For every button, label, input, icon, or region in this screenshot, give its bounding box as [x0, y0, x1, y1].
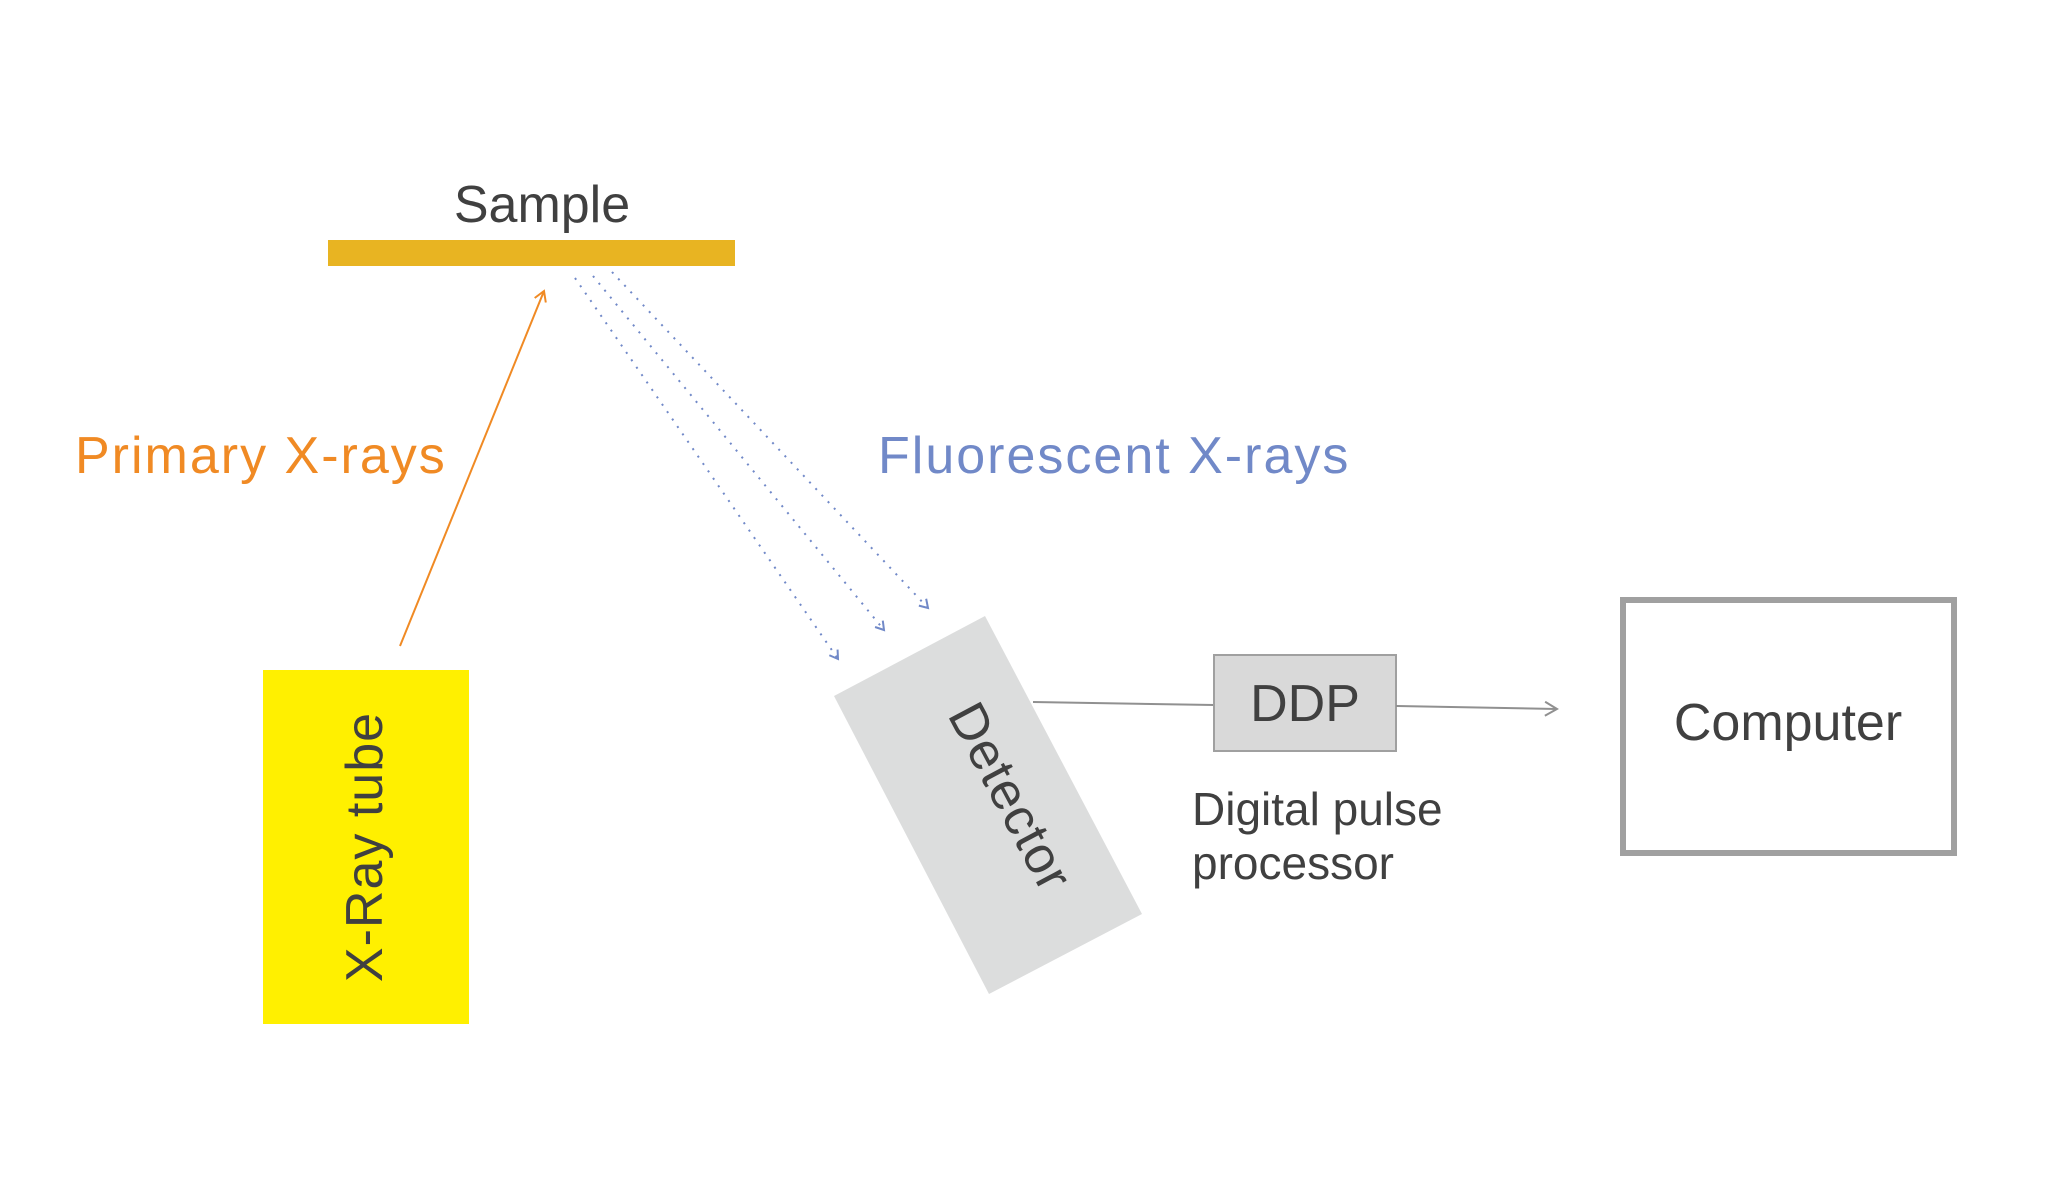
ddp-box: [1213, 654, 1397, 752]
computer-box: [1620, 597, 1957, 856]
ddp-to-computer-arrow: [1395, 700, 1559, 717]
xray-tube: [263, 670, 469, 1024]
sample-bar: [328, 240, 735, 266]
fluorescent-ray-2: [592, 275, 886, 632]
primary-xrays-label: Primary X-rays: [75, 427, 447, 485]
ddp-description-line1: Digital pulse: [1192, 783, 1443, 835]
detector-to-ddp-line: [1032, 701, 1215, 706]
ddp-label: DDP: [1250, 675, 1360, 733]
fluorescent-xrays-label: Fluorescent X-rays: [878, 427, 1350, 485]
xray-tube-label: X-Ray tube: [336, 712, 394, 982]
ddp-description-line2: processor: [1192, 837, 1394, 889]
fluorescent-ray-1: [574, 277, 840, 661]
primary-xray-arrow: [399, 289, 547, 647]
sample-label: Sample: [454, 176, 630, 234]
detector: [834, 616, 1142, 994]
computer-label: Computer: [1674, 694, 1902, 752]
